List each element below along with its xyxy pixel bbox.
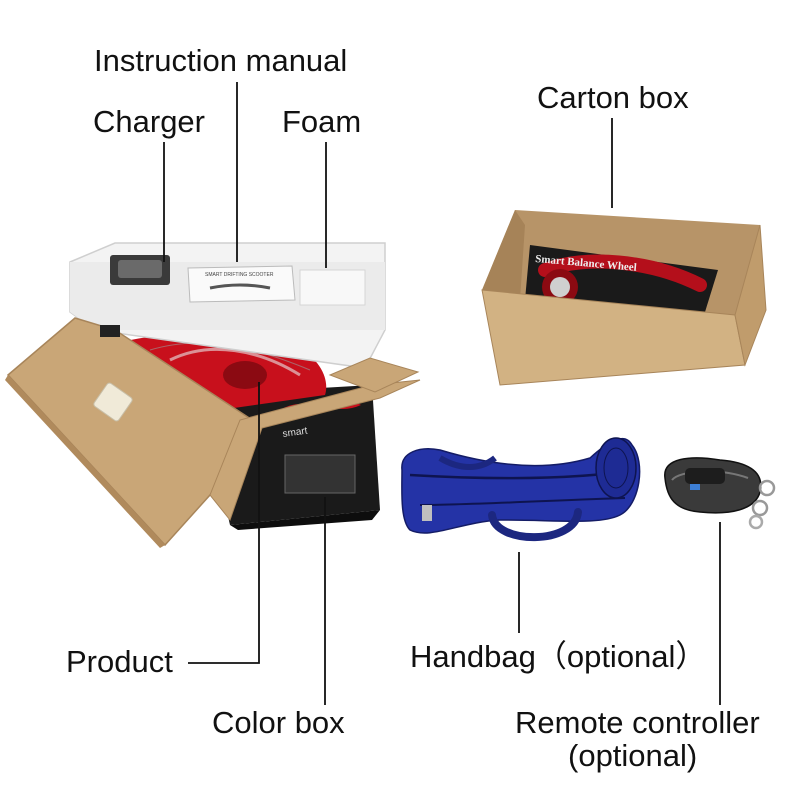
- carton-box: Smart Balance Wheel: [481, 210, 767, 386]
- leader-product: [188, 382, 260, 664]
- handbag: [401, 437, 641, 542]
- label-charger: Charger: [93, 104, 205, 139]
- color-box-brand-text: smart: [282, 426, 309, 440]
- label-product: Product: [66, 644, 173, 679]
- manual-title-text: SMART DRIFTING SCOOTER: [205, 272, 274, 278]
- label-handbag: Handbag（optional）: [410, 639, 707, 674]
- label-instruction-manual: Instruction manual: [94, 43, 348, 78]
- foam-block: SMART DRIFTING SCOOTER: [69, 242, 386, 369]
- remote-controller: [664, 457, 776, 530]
- carton-flaps: [5, 317, 421, 548]
- label-foam: Foam: [282, 104, 362, 139]
- label-remote-controller: Remote controller: [515, 705, 760, 740]
- label-color-box: Color box: [212, 705, 345, 740]
- leader-lines: [163, 82, 721, 705]
- label-carton-box: Carton box: [537, 80, 689, 115]
- label-remote-optional: (optional): [568, 738, 698, 773]
